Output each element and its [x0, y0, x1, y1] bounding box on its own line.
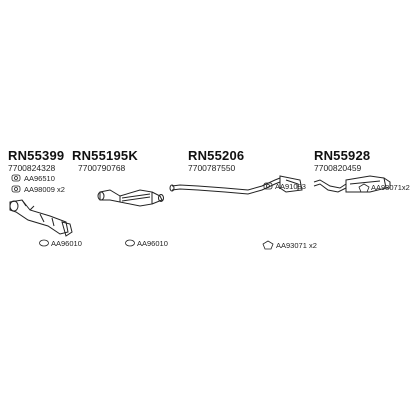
front-pipe-part[interactable] — [9, 199, 73, 237]
accessory-label[interactable]: AA91083 — [275, 182, 306, 191]
accessory-label[interactable]: AA96010 — [51, 239, 82, 248]
clamp-icon — [262, 182, 274, 250]
part-code-1[interactable]: RN55399 — [8, 148, 65, 163]
accessory-label[interactable]: AA98009 x2 — [24, 185, 65, 194]
part-code-4[interactable]: RN55928 — [314, 148, 371, 163]
clamp-icon — [358, 183, 370, 193]
part-code-3[interactable]: RN55206 — [188, 148, 245, 163]
part-number-1: 7700824328 — [8, 163, 56, 173]
accessory-label[interactable]: AA96510 — [24, 174, 55, 183]
catalytic-converter-part[interactable] — [97, 189, 164, 207]
part-code-2[interactable]: RN55195K — [72, 148, 138, 163]
part-number-4: 7700820459 — [314, 163, 362, 173]
middle-pipe-part[interactable] — [169, 175, 303, 195]
rear-silencer-part[interactable] — [313, 175, 391, 193]
accessory-label[interactable]: AA96010 — [137, 239, 168, 248]
accessory-label[interactable]: AA93071x2 — [371, 183, 410, 192]
accessory-label[interactable]: AA93071 x2 — [276, 241, 317, 250]
gasket-icon — [11, 174, 49, 247]
part-number-3: 7700787550 — [188, 163, 236, 173]
gasket-icon — [125, 239, 135, 247]
part-number-2: 7700790768 — [78, 163, 126, 173]
